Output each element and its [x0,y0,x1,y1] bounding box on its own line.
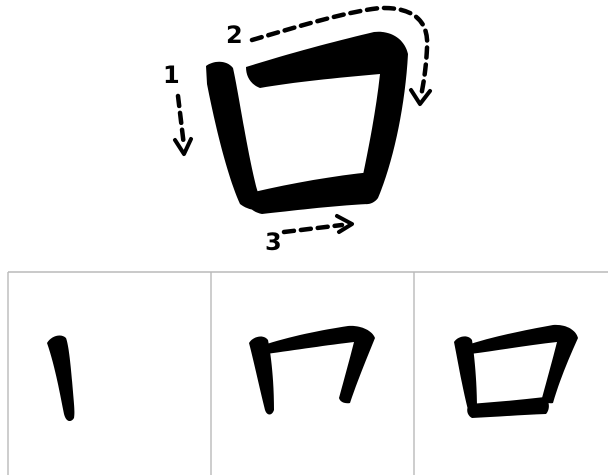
stage-3-cell [454,325,578,418]
stage-1-stroke-left [47,336,74,422]
stage-3-stroke-top-right [464,325,578,403]
stage-2-stroke-top-right [261,326,375,403]
stroke-1-arrow-line [178,96,184,146]
stroke-label-2: 2 [226,21,243,49]
stroke-3-indicator: 3 [265,216,352,256]
stroke-3-arrow-line [284,225,342,232]
stroke-label-3: 3 [265,228,282,256]
stroke-label-1: 1 [163,61,180,89]
stage-3-stroke-bottom [467,397,549,418]
handdrawn-kou-character [206,32,408,214]
stage-1-cell [47,336,74,422]
handdrawn-stroke-bottom [246,172,376,214]
stroke-stage-grid [8,272,608,475]
stroke-1-indicator: 1 [163,61,191,154]
stage-2-cell [249,326,375,415]
